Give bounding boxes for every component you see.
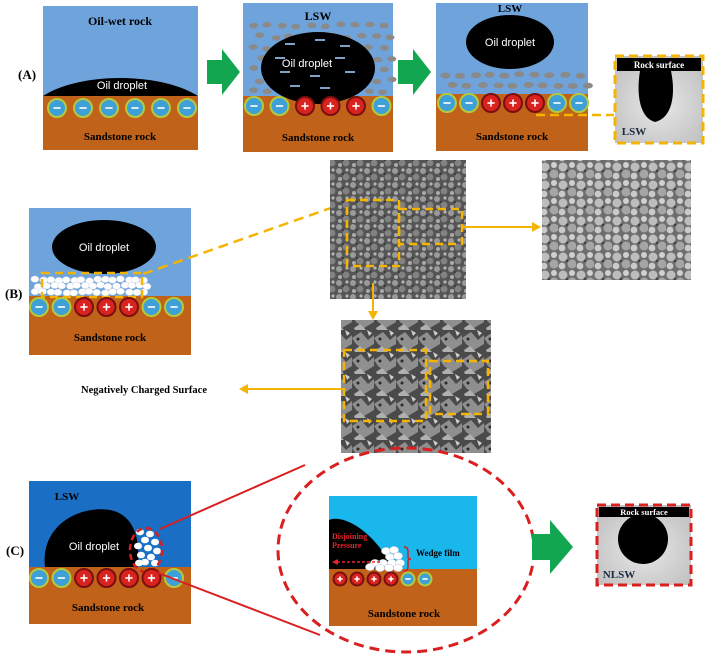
box-top-label: LSW — [498, 3, 522, 15]
photo-top-label: Rock surface — [620, 507, 668, 517]
disjoining-pressure-label: Pressure — [332, 541, 362, 550]
zoom-connector-line — [152, 570, 321, 636]
disjoining-pressure-label: Disjoining — [332, 532, 367, 541]
zoom-circle — [128, 526, 164, 574]
oil-droplet — [261, 32, 375, 104]
zoom-connector-line — [142, 201, 346, 276]
panel-b-box: Oil droplet Sandstone rock — [29, 208, 191, 355]
orange-arrow-icon — [368, 311, 378, 320]
sem-image-nanoparticles — [542, 160, 691, 280]
oil-droplet — [466, 15, 554, 69]
panel-a-label: (A) — [18, 67, 36, 82]
oil-droplet-label: Oil droplet — [282, 58, 332, 70]
oil-droplet — [44, 509, 139, 567]
water-droplet-image — [638, 71, 674, 122]
oil-droplet — [43, 78, 198, 96]
photo-bottom-label: NLSW — [603, 569, 635, 581]
rock-label: Sandstone rock — [74, 332, 147, 344]
oil-droplet-label: Oil droplet — [485, 37, 535, 49]
ion-particles — [440, 71, 593, 89]
charge-dashes — [275, 39, 355, 89]
photo-top-label: Rock surface — [634, 60, 684, 70]
sem-image-surface — [341, 320, 491, 453]
rock-label: Sandstone rock — [282, 132, 355, 144]
rock-label: Sandstone rock — [72, 602, 145, 614]
oil-droplet — [52, 220, 156, 274]
orange-arrow-icon — [532, 222, 541, 232]
box-top-label: LSW — [305, 9, 332, 23]
wedge-film-label: Wedge film — [416, 548, 460, 558]
sem-image-overview — [330, 160, 466, 299]
negative-surface-caption: Negatively Charged Surface — [81, 385, 207, 396]
box-top-label: Oil-wet rock — [88, 14, 152, 28]
green-arrow-icon — [398, 49, 431, 95]
rock-label: Sandstone rock — [476, 131, 549, 143]
zoom-box — [40, 271, 144, 299]
zoom-connector-line — [159, 464, 306, 530]
pressure-arrow — [332, 559, 338, 565]
panel-a-box-lsw-2: LSW Oil droplet Sandstone rock — [436, 3, 593, 151]
wedge-bracket — [403, 546, 412, 572]
oil-droplet-label: Oil droplet — [79, 242, 129, 254]
panel-a-box-lsw-1: LSW Oil droplet Sandstone rock — [243, 3, 397, 152]
contact-angle-photo-lsw: Rock surface LSW — [613, 54, 705, 145]
green-arrow-icon — [532, 520, 573, 574]
orange-arrow-icon — [239, 384, 248, 394]
rock-label: Sandstone rock — [368, 608, 441, 620]
rock-region — [43, 96, 198, 150]
panel-b-label: (B) — [5, 286, 22, 301]
box-top-label: LSW — [55, 491, 79, 503]
nanoparticle-wedge — [365, 546, 405, 572]
wedge-film-detail: Disjoining Pressure Wedge film Sandstone… — [329, 496, 477, 626]
panel-c-label: (C) — [6, 543, 24, 558]
contact-angle-photo-nlsw: Rock surface NLSW — [595, 503, 693, 587]
oil-droplet-label: Oil droplet — [97, 80, 147, 92]
panel-c-box: LSW Oil droplet Sandstone rock — [29, 481, 191, 624]
green-arrow-icon — [207, 49, 240, 95]
rock-region — [243, 96, 393, 152]
nanoparticle-layer — [30, 275, 152, 297]
oil-droplet-label: Oil droplet — [69, 541, 119, 553]
photo-bottom-label: LSW — [622, 126, 646, 138]
rock-label: Sandstone rock — [84, 131, 157, 143]
panel-a-box-oil-wet: Oil-wet rock Oil droplet Sandstone rock — [43, 6, 198, 150]
oil-droplet-image — [618, 514, 668, 564]
oil-droplet — [329, 518, 392, 569]
